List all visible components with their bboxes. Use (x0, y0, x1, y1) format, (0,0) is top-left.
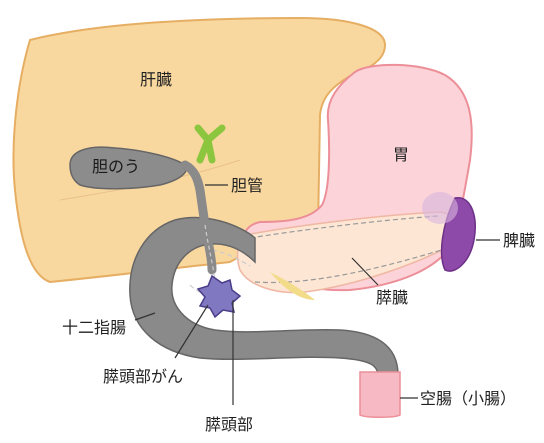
label-stomach: 胃 (393, 145, 409, 164)
label-jejunum: 空腸（小腸） (420, 389, 516, 408)
label-duodenum: 十二指腸 (62, 318, 126, 337)
spleen-overlap (422, 192, 458, 224)
label-spleen: 脾臓 (503, 231, 535, 250)
label-pancreatic-head: 膵頭部 (205, 415, 253, 434)
label-liver: 肝臓 (140, 70, 172, 89)
label-gallbladder: 胆のう (92, 157, 140, 176)
jejunum (360, 372, 400, 417)
label-pancreatic-head-cancer: 膵頭部がん (103, 367, 183, 386)
label-bile-duct: 胆管 (231, 176, 263, 195)
label-pancreas: 膵臓 (376, 288, 408, 307)
